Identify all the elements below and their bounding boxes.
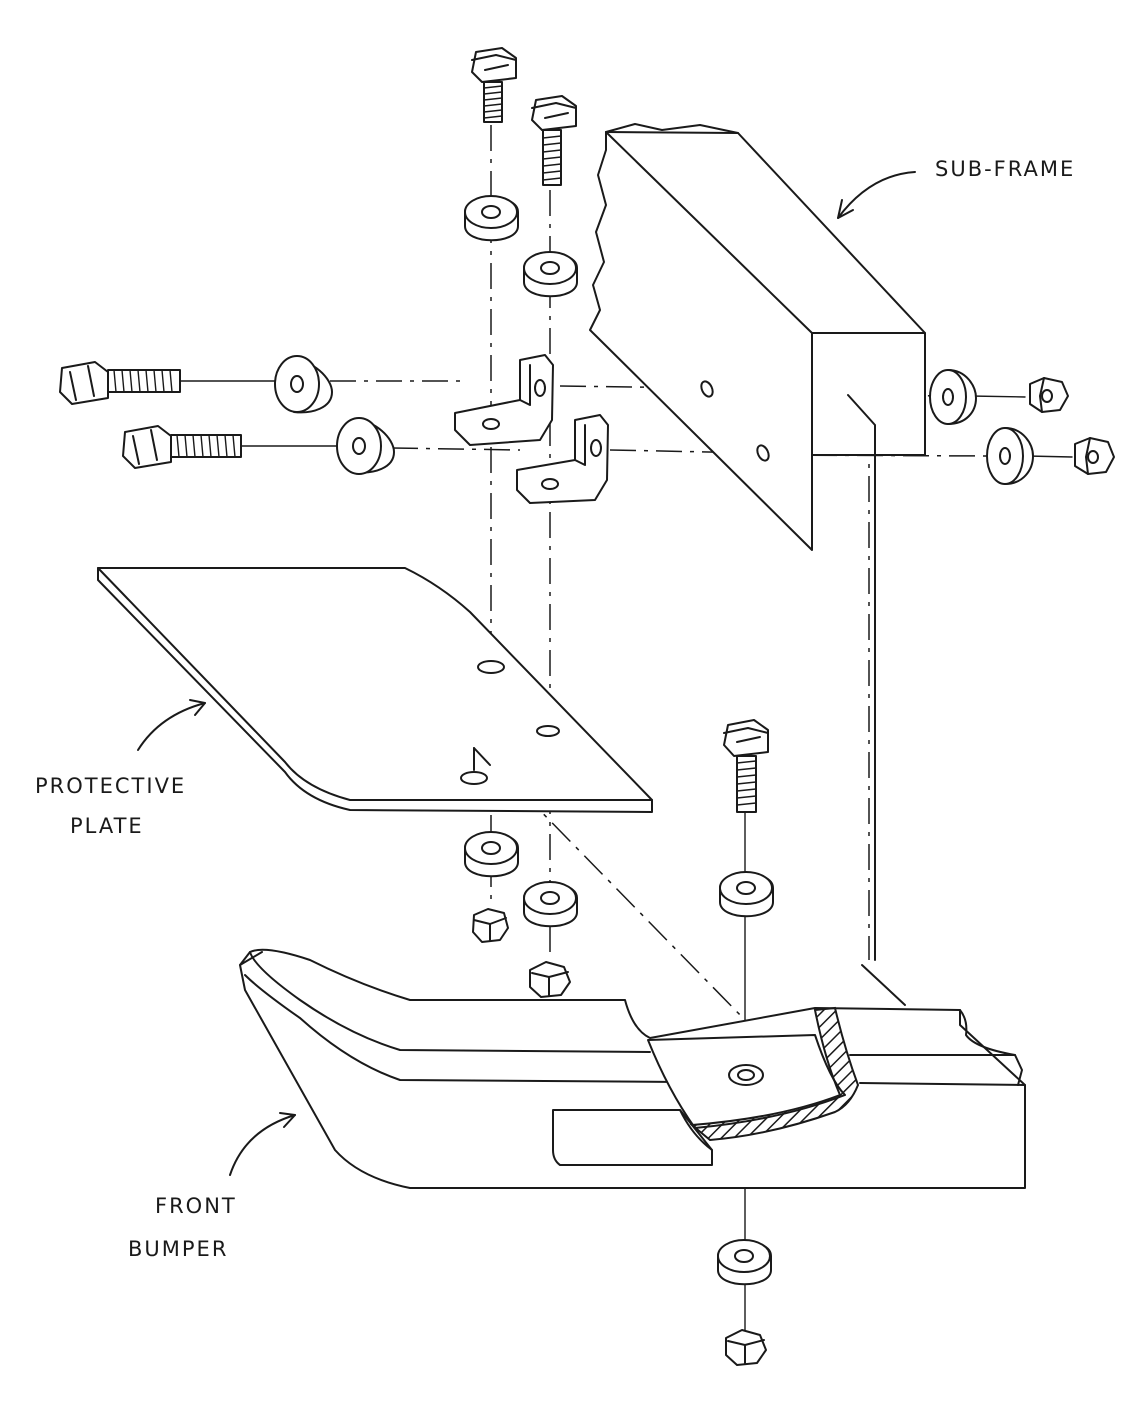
- protective-plate: [97, 567, 653, 813]
- side-bolt-upper: [59, 361, 181, 405]
- upper-angle-bracket: [454, 354, 554, 446]
- top-washer-right: [523, 251, 578, 298]
- bumper-washer-top: [719, 871, 774, 918]
- plate-washer-left: [464, 831, 519, 878]
- front-bumper: [239, 948, 1026, 1189]
- right-washer-lower: [986, 427, 1034, 485]
- top-washer-left: [464, 195, 519, 242]
- front-bumper-label-line1: FRONT: [155, 1194, 237, 1218]
- labels: SUB-FRAME PROTECTIVE PLATE FRONT BUMPER: [35, 157, 1075, 1261]
- plate-nut-right: [529, 961, 571, 998]
- angle-brackets: [454, 354, 609, 504]
- bumper-nut: [725, 1329, 767, 1366]
- protective-plate-label-line2: PLATE: [70, 814, 144, 838]
- right-nut-lower: [1074, 437, 1115, 475]
- lower-angle-bracket: [516, 414, 609, 504]
- protective-plate-arrow: [137, 702, 206, 751]
- protective-plate-label-line1: PROTECTIVE: [35, 774, 186, 798]
- right-washer-upper: [929, 369, 977, 425]
- bumper-bolt: [723, 719, 769, 813]
- front-bumper-arrow: [229, 1114, 296, 1176]
- front-bumper-label-line2: BUMPER: [128, 1237, 228, 1261]
- sub-frame-arrow: [837, 171, 916, 219]
- sub-frame-label: SUB-FRAME: [935, 157, 1075, 181]
- top-bolt-right: [531, 95, 577, 186]
- plate-nut-left: [472, 908, 509, 943]
- side-washer-upper: [274, 355, 333, 414]
- bumper-washer-bottom: [717, 1239, 772, 1286]
- side-washer-lower: [336, 417, 395, 475]
- plate-washer-right: [523, 881, 578, 928]
- side-bolt-lower: [122, 425, 242, 469]
- label-arrows: [137, 171, 916, 1176]
- sub-frame: [589, 123, 926, 1006]
- right-nut-upper: [1029, 377, 1069, 413]
- top-bolt-left: [471, 47, 517, 123]
